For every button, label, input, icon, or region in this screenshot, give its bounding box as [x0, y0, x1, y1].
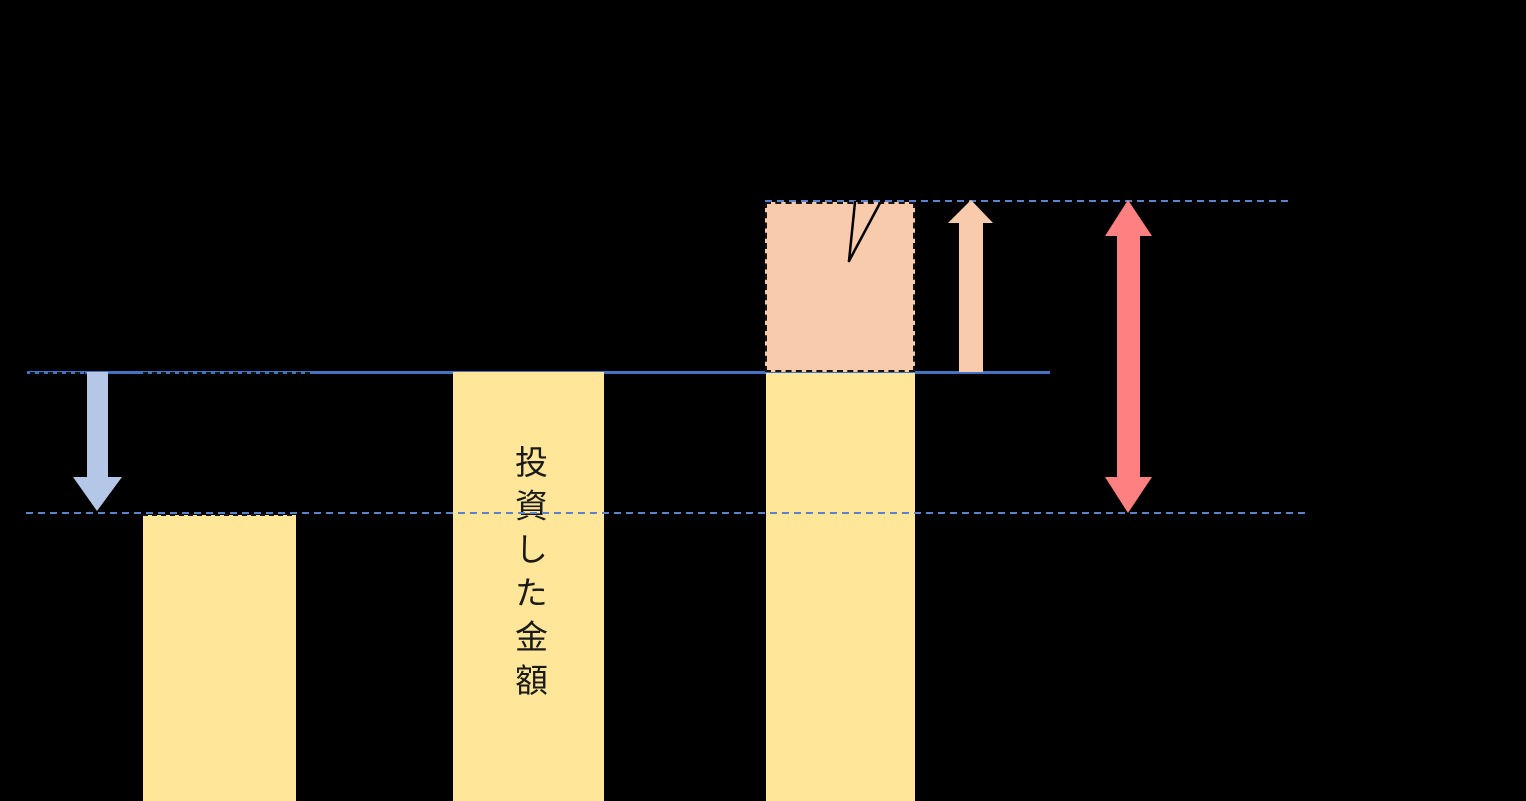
loss-area-dash-left	[30, 372, 85, 374]
loss-area-dash-top	[143, 372, 313, 374]
bar-value-risen	[766, 373, 915, 801]
bar-value-dropped	[143, 515, 296, 801]
loss-area-dash-bottom	[143, 514, 296, 516]
down-arrow-icon	[73, 372, 122, 511]
double-arrow-icon	[1105, 200, 1152, 513]
lower-reference-dashed-line	[26, 512, 1308, 514]
profit-box	[765, 202, 915, 372]
up-arrow-icon	[948, 200, 993, 372]
bar-invested-amount: 投資した金額	[453, 372, 604, 801]
upper-reference-dashed-line	[765, 200, 1288, 202]
invested-amount-label: 投資した金額	[510, 445, 548, 707]
